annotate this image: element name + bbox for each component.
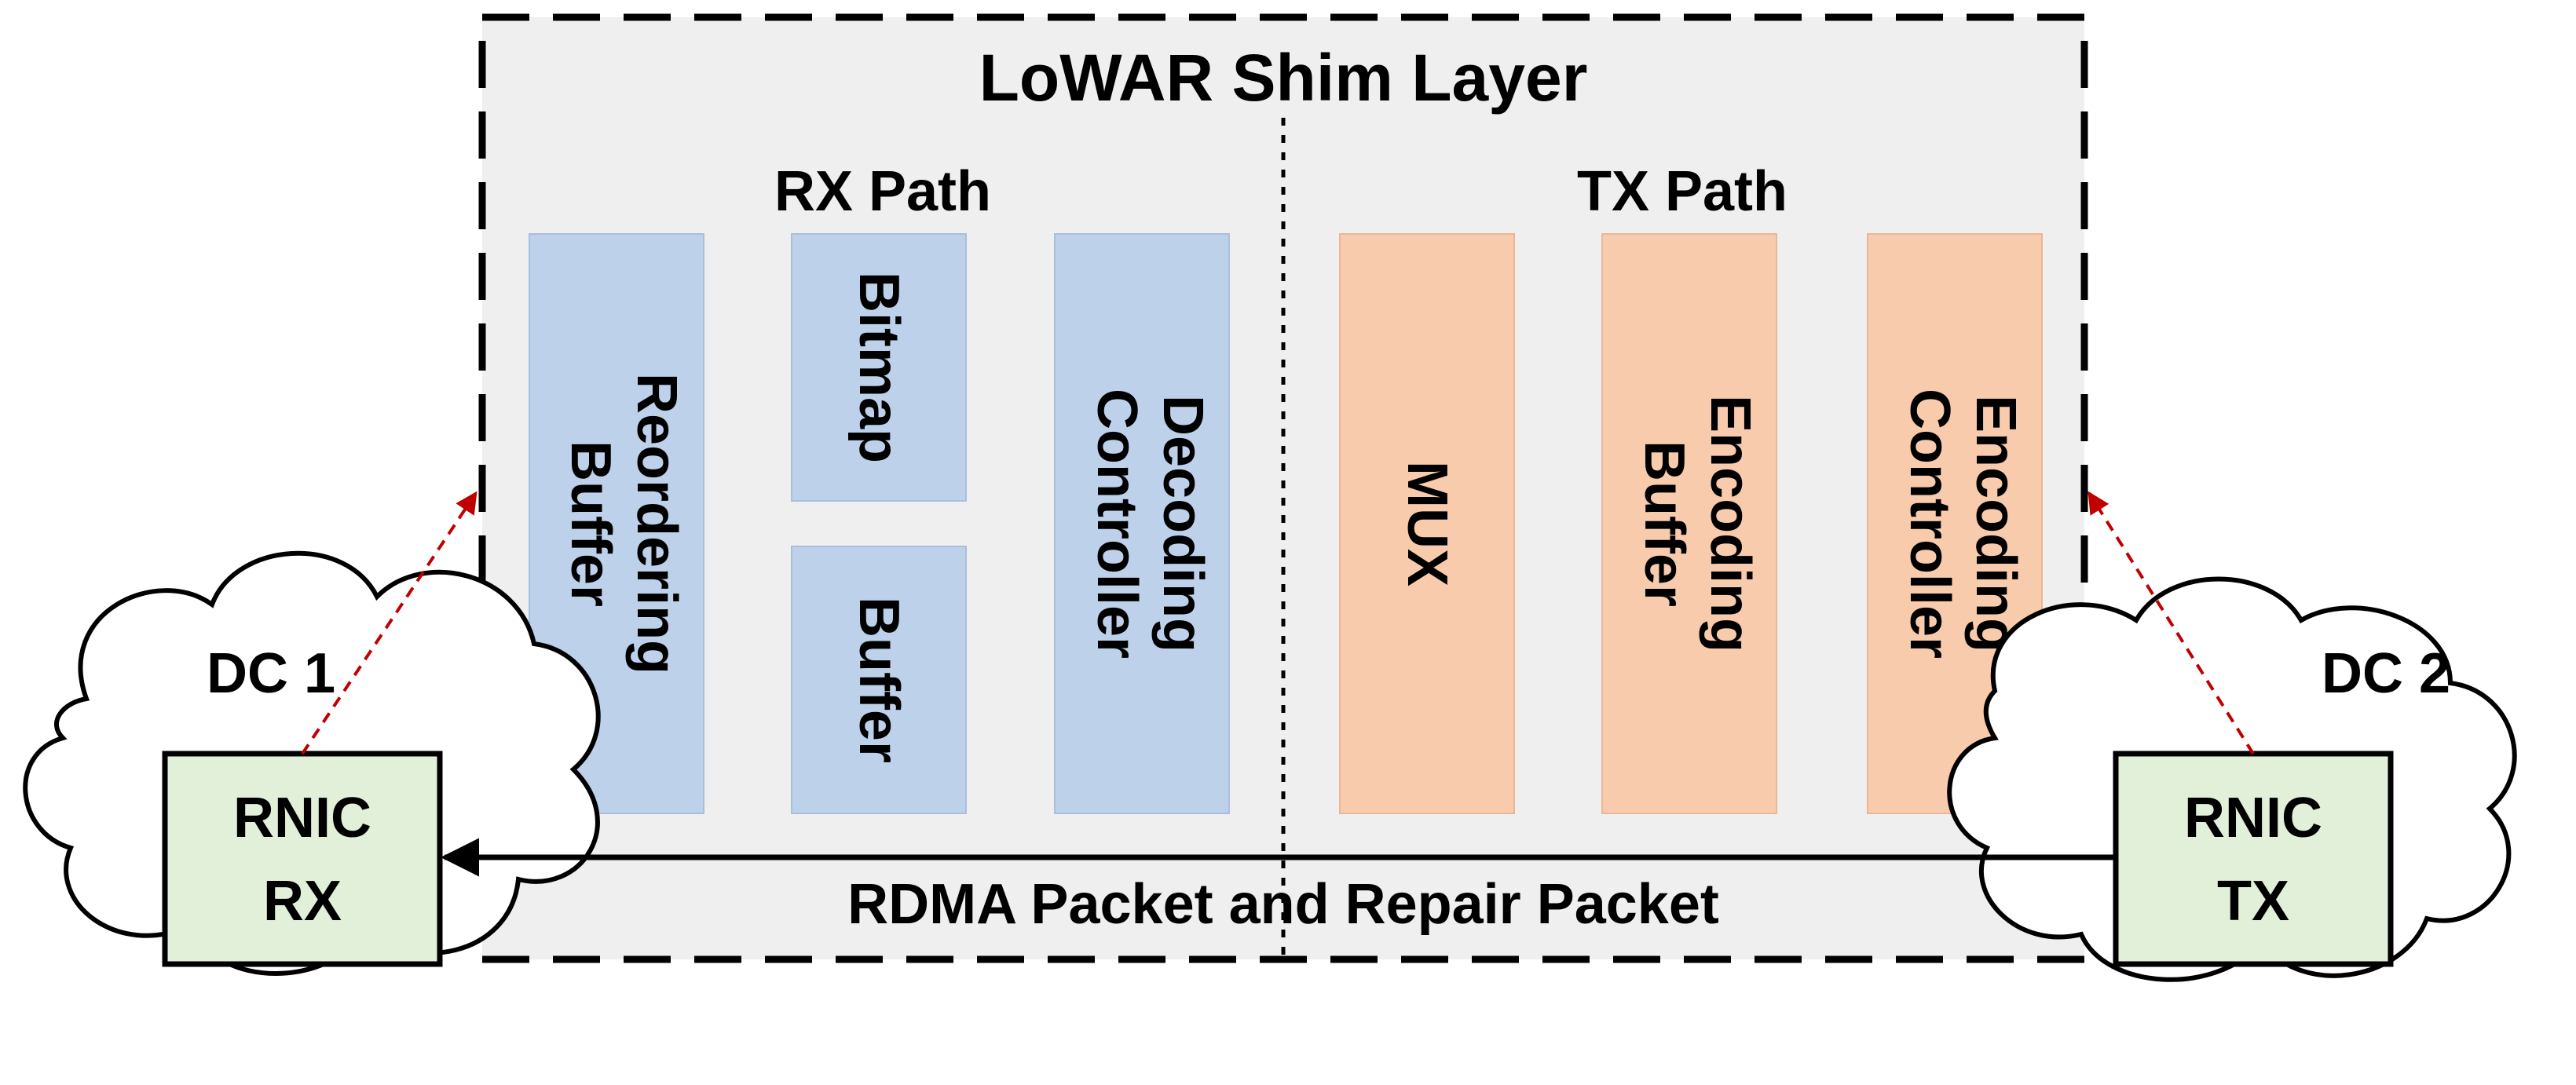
encoding-buffer-line-2: Buffer (1633, 440, 1696, 607)
rnic-tx-line-1: RNIC (2184, 787, 2322, 849)
encoding-buffer-block (1601, 233, 1777, 814)
rnic-tx-line-2: TX (2217, 870, 2289, 933)
decoding-controller-line-1: Decoding (1151, 395, 1214, 652)
buffer-label: Buffer (847, 597, 910, 763)
dc1-label: DC 1 (207, 642, 335, 705)
encoding-controller-line-1: Encoding (1964, 395, 2027, 652)
shim-layer-title: LoWAR Shim Layer (979, 41, 1588, 115)
buffer-block (791, 546, 967, 814)
encoding-buffer-line-1: Encoding (1699, 395, 1762, 652)
dc2-label: DC 2 (2322, 642, 2450, 705)
bitmap-block (791, 233, 967, 502)
packet-flow-label: RDMA Packet and Repair Packet (847, 873, 1719, 936)
mux-block (1339, 233, 1515, 814)
mux-label: MUX (1396, 461, 1458, 586)
rx-path-label: RX Path (774, 160, 991, 223)
rnic-rx-line-1: RNIC (233, 787, 371, 849)
rx-dashed-arrow (301, 491, 478, 755)
bitmap-label: Bitmap (847, 272, 910, 463)
rnic-rx-line-2: RX (263, 870, 342, 933)
reordering-buffer-line-2: Buffer (559, 440, 622, 607)
rnic-tx-box (2113, 751, 2394, 967)
reordering-buffer-line-1: Reordering (625, 373, 688, 674)
encoding-controller-line-2: Controller (1898, 389, 1961, 659)
decoding-controller-block (1054, 233, 1230, 814)
tx-dashed-arrow (2088, 491, 2255, 755)
tx-path-label: TX Path (1577, 160, 1787, 223)
decoding-controller-line-2: Controller (1085, 389, 1148, 659)
